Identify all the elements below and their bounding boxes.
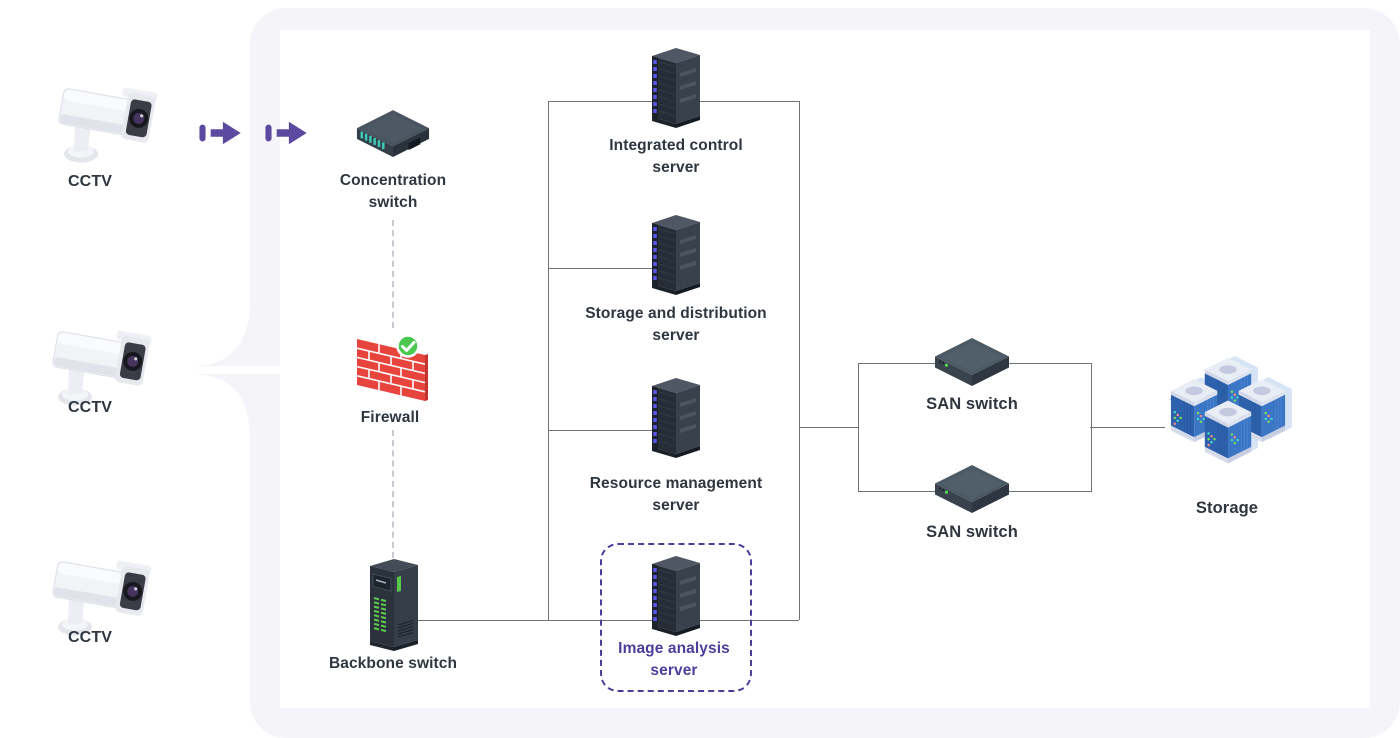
concentration-switch-icon xyxy=(354,107,432,164)
server-label: Image analysis server xyxy=(618,640,730,679)
storage-icon xyxy=(1168,356,1292,464)
server-icon xyxy=(646,46,706,132)
connector-line xyxy=(410,620,799,621)
san-switch-icon xyxy=(932,462,1012,520)
connector-line xyxy=(548,430,678,431)
firewall-icon xyxy=(349,327,433,411)
server-label: Resource management server xyxy=(589,475,763,514)
server-icon xyxy=(646,376,706,462)
cctv-camera-icon xyxy=(48,72,178,172)
server-label: Storage and distribution server xyxy=(585,305,767,344)
server-icon xyxy=(646,554,706,640)
backbone-switch-icon xyxy=(366,557,422,653)
dashed-connector xyxy=(392,220,394,328)
connector-line xyxy=(548,268,678,269)
backbone-switch-label: Backbone switch xyxy=(328,655,458,672)
storage-label: Storage xyxy=(1195,499,1259,517)
server-icon xyxy=(646,213,706,299)
connector-line xyxy=(799,101,800,620)
connector-line xyxy=(799,427,858,428)
panel-notch xyxy=(180,300,282,440)
dashed-connector xyxy=(392,430,394,558)
cctv-label: CCTV xyxy=(68,173,112,190)
san-switch-label: SAN switch xyxy=(926,523,1018,541)
server-label: Integrated control server xyxy=(609,137,743,176)
san-switch-label: SAN switch xyxy=(926,395,1018,413)
image-analysis-highlight-box xyxy=(600,543,752,692)
connector-line xyxy=(1090,427,1165,428)
flow-arrow-icon xyxy=(263,118,311,148)
cctv-label: CCTV xyxy=(68,629,112,646)
cctv-label: CCTV xyxy=(68,399,112,416)
server-zone-panel xyxy=(280,30,1370,708)
flow-arrow-icon xyxy=(197,118,245,148)
connector-line xyxy=(548,101,549,620)
concentration-switch-label: Concentration switch xyxy=(339,172,447,211)
firewall-label: Firewall xyxy=(360,409,420,426)
san-switch-icon xyxy=(932,335,1012,393)
